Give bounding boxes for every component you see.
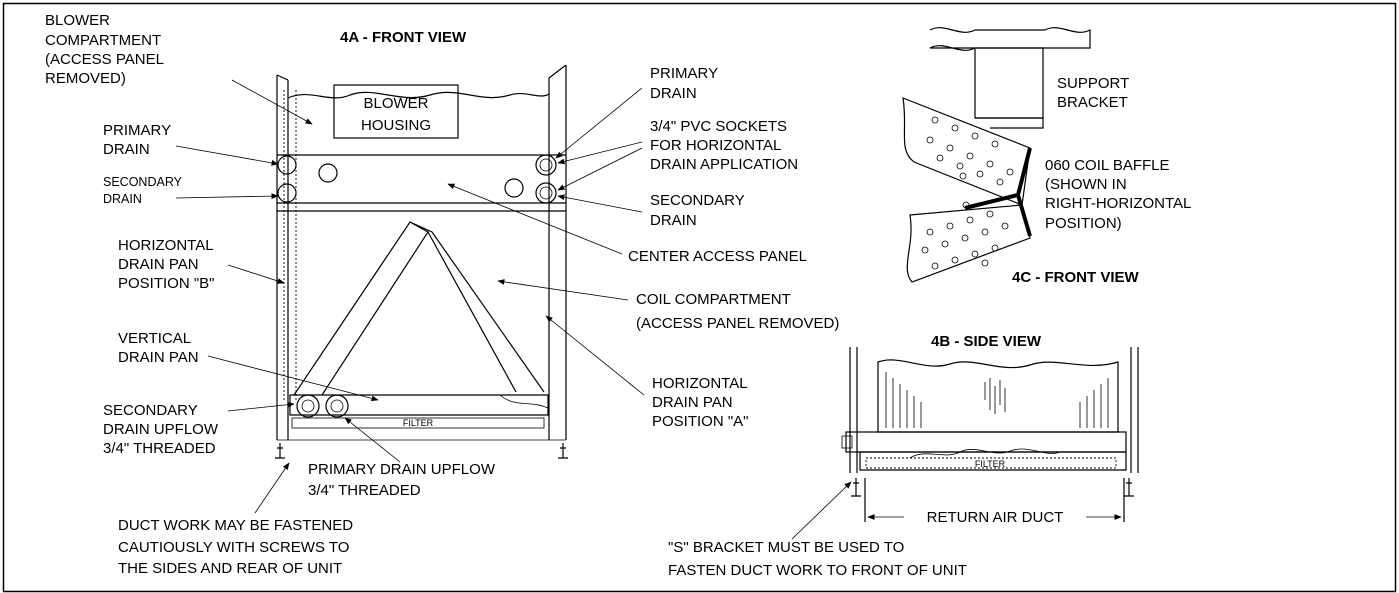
- front-view-title: 4A - FRONT VIEW: [340, 29, 467, 46]
- svg-text:HORIZONTAL: HORIZONTAL: [118, 237, 214, 254]
- svg-text:CAUTIOUSLY WITH SCREWS TO: CAUTIOUSLY WITH SCREWS TO: [118, 539, 349, 556]
- svg-text:DRAIN: DRAIN: [650, 212, 697, 229]
- horizontal-drain-pan-a-label: HORIZONTAL DRAIN PAN POSITION "A": [652, 375, 749, 430]
- return-air-duct-label: RETURN AIR DUCT: [927, 509, 1064, 526]
- svg-text:3/4" THREADED: 3/4" THREADED: [103, 440, 216, 457]
- svg-text:3/4" THREADED: 3/4" THREADED: [308, 482, 421, 499]
- svg-text:BLOWER: BLOWER: [45, 12, 110, 29]
- svg-text:PRIMARY DRAIN UPFLOW: PRIMARY DRAIN UPFLOW: [308, 461, 496, 478]
- filter-label-side: FILTER: [975, 459, 1006, 469]
- pvc-sockets-label: 3/4" PVC SOCKETS FOR HORIZONTAL DRAIN AP…: [650, 118, 798, 173]
- svg-text:POSITION): POSITION): [1045, 215, 1122, 232]
- svg-text:DRAIN: DRAIN: [103, 192, 142, 206]
- side-view-4b: 4B - SIDE VIEW FILTER RETURN AIR DUCT "S…: [668, 333, 1139, 579]
- svg-text:DRAIN PAN: DRAIN PAN: [118, 349, 199, 366]
- svg-text:SUPPORT: SUPPORT: [1057, 75, 1129, 92]
- front-view-4a: 4A - FRONT VIEW BLOWER HOUSING: [45, 12, 839, 577]
- svg-text:HORIZONTAL: HORIZONTAL: [652, 375, 748, 392]
- svg-text:COMPARTMENT: COMPARTMENT: [45, 32, 161, 49]
- center-access-panel-label: CENTER ACCESS PANEL: [628, 248, 807, 265]
- primary-drain-right-label: PRIMARY DRAIN: [650, 65, 718, 102]
- svg-text:SECONDARY: SECONDARY: [103, 175, 183, 189]
- blower-housing-line2: HOUSING: [361, 117, 431, 134]
- coil-baffle-label: 060 COIL BAFFLE (SHOWN IN RIGHT-HORIZONT…: [1045, 157, 1191, 232]
- svg-text:DRAIN PAN: DRAIN PAN: [652, 394, 733, 411]
- duct-work-note: DUCT WORK MAY BE FASTENED CAUTIOUSLY WIT…: [118, 517, 353, 577]
- svg-text:3/4" PVC SOCKETS: 3/4" PVC SOCKETS: [650, 118, 787, 135]
- svg-text:PRIMARY: PRIMARY: [650, 65, 718, 82]
- baffle-view-4c: SUPPORT BRACKET 060 COIL BAFFLE (SHOWN I…: [902, 27, 1191, 286]
- svg-text:DRAIN: DRAIN: [650, 85, 697, 102]
- baffle-view-title: 4C - FRONT VIEW: [1012, 269, 1140, 286]
- svg-text:POSITION "A": POSITION "A": [652, 413, 749, 430]
- svg-text:DRAIN APPLICATION: DRAIN APPLICATION: [650, 156, 798, 173]
- svg-text:DRAIN: DRAIN: [103, 141, 150, 158]
- blower-compartment-label: BLOWER COMPARTMENT (ACCESS PANEL REMOVED…: [45, 12, 164, 87]
- support-bracket-label: SUPPORT BRACKET: [1057, 75, 1129, 111]
- side-view-title: 4B - SIDE VIEW: [931, 333, 1042, 350]
- svg-text:POSITION "B": POSITION "B": [118, 275, 215, 292]
- svg-text:(ACCESS PANEL: (ACCESS PANEL: [45, 51, 164, 68]
- svg-text:VERTICAL: VERTICAL: [118, 330, 191, 347]
- svg-text:SECONDARY: SECONDARY: [103, 402, 198, 419]
- svg-text:(ACCESS PANEL REMOVED): (ACCESS PANEL REMOVED): [636, 315, 839, 332]
- filter-label-front: FILTER: [403, 418, 434, 428]
- svg-text:DRAIN UPFLOW: DRAIN UPFLOW: [103, 421, 219, 438]
- svg-text:COIL COMPARTMENT: COIL COMPARTMENT: [636, 291, 791, 308]
- svg-text:FOR HORIZONTAL: FOR HORIZONTAL: [650, 137, 781, 154]
- svg-text:BRACKET: BRACKET: [1057, 94, 1128, 111]
- svg-text:FASTEN DUCT WORK TO FRONT OF U: FASTEN DUCT WORK TO FRONT OF UNIT: [668, 562, 967, 579]
- coil-compartment-label: COIL COMPARTMENT (ACCESS PANEL REMOVED): [636, 291, 839, 332]
- secondary-drain-upflow-label: SECONDARY DRAIN UPFLOW 3/4" THREADED: [103, 402, 219, 457]
- vertical-drain-pan-label: VERTICAL DRAIN PAN: [118, 330, 199, 366]
- svg-text:THE SIDES AND REAR OF UNIT: THE SIDES AND REAR OF UNIT: [118, 560, 342, 577]
- horizontal-drain-pan-b-label: HORIZONTAL DRAIN PAN POSITION "B": [118, 237, 215, 292]
- svg-text:PRIMARY: PRIMARY: [103, 122, 171, 139]
- svg-text:DUCT WORK MAY BE FASTENED: DUCT WORK MAY BE FASTENED: [118, 517, 353, 534]
- svg-text:SECONDARY: SECONDARY: [650, 192, 745, 209]
- svg-text:RIGHT-HORIZONTAL: RIGHT-HORIZONTAL: [1045, 195, 1191, 212]
- primary-drain-upflow-label: PRIMARY DRAIN UPFLOW 3/4" THREADED: [308, 461, 496, 499]
- svg-text:060 COIL BAFFLE: 060 COIL BAFFLE: [1045, 157, 1170, 174]
- svg-text:REMOVED): REMOVED): [45, 70, 126, 87]
- s-bracket-note: "S" BRACKET MUST BE USED TO FASTEN DUCT …: [668, 539, 967, 579]
- blower-housing-line1: BLOWER: [363, 95, 428, 112]
- svg-text:(SHOWN IN: (SHOWN IN: [1045, 176, 1127, 193]
- svg-text:"S" BRACKET MUST BE USED TO: "S" BRACKET MUST BE USED TO: [668, 539, 904, 556]
- secondary-drain-left-label: SECONDARY DRAIN: [103, 175, 183, 206]
- coil-fins: [885, 372, 1109, 428]
- svg-text:DRAIN PAN: DRAIN PAN: [118, 256, 199, 273]
- secondary-drain-right-label: SECONDARY DRAIN: [650, 192, 745, 229]
- coil-tubes: [921, 116, 1014, 270]
- primary-drain-left-label: PRIMARY DRAIN: [103, 122, 171, 158]
